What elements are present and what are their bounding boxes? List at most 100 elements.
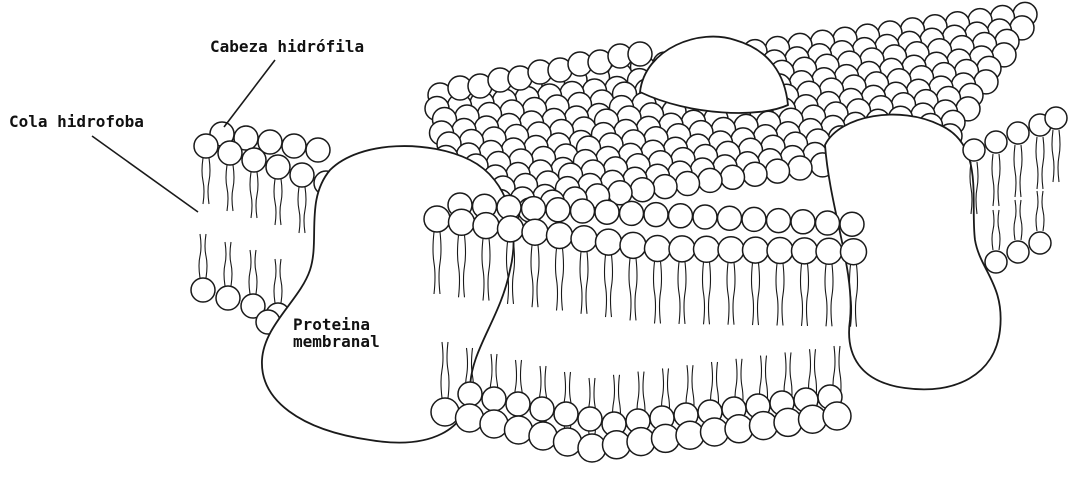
phospholipid-head	[743, 237, 769, 263]
lipid-tail	[280, 179, 282, 225]
phospholipid-head	[620, 232, 646, 258]
hydrophobic-tail-label: Cola hidrofoba	[9, 113, 144, 131]
lipid-tail	[1042, 137, 1044, 189]
lipid-tail	[205, 234, 207, 278]
protein-label-line2: membranal	[293, 332, 380, 351]
lipid-tail	[1058, 130, 1060, 182]
phospholipid-head	[216, 286, 240, 310]
phospholipid-head	[1045, 107, 1067, 129]
lipid-tail	[1020, 145, 1022, 197]
phospholipid-head	[603, 431, 631, 459]
phospholipid-head	[449, 209, 475, 235]
phospholipid-head	[546, 198, 570, 222]
phospholipid-head	[631, 178, 655, 202]
lipid-tail	[1052, 130, 1054, 182]
phospholipid-head	[306, 138, 330, 162]
phospholipid-head	[1029, 232, 1051, 254]
phospholipid-head	[701, 418, 729, 446]
lipid-tail	[727, 263, 729, 325]
lipid-tail	[782, 264, 784, 326]
lipid-tail	[1020, 200, 1022, 240]
phospholipid-head	[816, 211, 840, 235]
phospholipid-head	[694, 236, 720, 262]
lipid-tail	[807, 264, 809, 326]
phospholipid-head	[473, 213, 499, 239]
phospholipid-head	[676, 421, 704, 449]
lipid-tail	[703, 262, 705, 324]
phospholipid-head	[985, 131, 1007, 153]
lipid-tail	[635, 258, 637, 320]
lipid-tail	[202, 158, 204, 204]
lipid-tail	[654, 262, 656, 324]
phospholipid-head	[816, 238, 842, 264]
front-bilayer-face	[424, 193, 867, 462]
phospholipid-head	[480, 410, 508, 438]
lipid-tail	[801, 264, 803, 326]
lipid-tail	[752, 263, 754, 325]
lipid-tail	[1014, 145, 1016, 197]
lipid-tail	[1042, 191, 1044, 231]
lipid-tail	[304, 187, 306, 233]
phospholipid-head	[718, 206, 742, 230]
phospholipid-head	[506, 392, 530, 416]
head-pointer-line	[224, 60, 275, 127]
phospholipid-head	[498, 216, 524, 242]
phospholipid-head	[290, 163, 314, 187]
phospholipid-head	[282, 134, 306, 158]
phospholipid-head	[595, 200, 619, 224]
phospholipid-head	[823, 402, 851, 430]
phospholipid-head	[767, 238, 793, 264]
lipid-tail	[660, 262, 662, 324]
phospholipid-head	[1007, 122, 1029, 144]
lipid-tail	[250, 172, 252, 218]
lipid-tail	[256, 172, 258, 218]
phospholipid-head	[669, 204, 693, 228]
phospholipid-head	[791, 210, 815, 234]
phospholipid-head	[669, 236, 695, 262]
phospholipid-head	[424, 206, 450, 232]
phospholipid-head	[743, 162, 767, 186]
phospholipid-head	[571, 226, 597, 252]
phospholipid-head	[530, 397, 554, 421]
phospholipid-head	[645, 236, 671, 262]
phospholipid-head	[676, 172, 700, 196]
lipid-tail	[274, 179, 276, 225]
phospholipid-head	[242, 148, 266, 172]
phospholipid-head	[766, 159, 790, 183]
lipid-tail	[249, 250, 251, 294]
lipid-tail	[1036, 137, 1038, 189]
lipid-tail	[831, 264, 833, 326]
lipid-tail	[537, 245, 539, 307]
membrane-protein-label: Proteina membranal	[293, 316, 380, 350]
lipid-tail	[629, 258, 631, 320]
lipid-tail	[580, 252, 582, 314]
phospholipid-head	[218, 141, 242, 165]
phospholipid-head	[652, 424, 680, 452]
phospholipid-head	[554, 402, 578, 426]
tail-pointer-line	[92, 136, 198, 212]
phospholipid-head	[774, 408, 802, 436]
phospholipid-head	[191, 278, 215, 302]
right-bilayer-edge	[963, 107, 1067, 273]
lipid-tail	[556, 249, 558, 311]
phospholipid-head	[750, 412, 778, 440]
phospholipid-head	[482, 387, 506, 411]
phospholipid-head	[628, 42, 652, 66]
lipid-tail	[684, 262, 686, 324]
lipid-tail	[998, 210, 1000, 250]
lipid-tail	[758, 263, 760, 325]
phospholipid-head	[529, 422, 557, 450]
phospholipid-head	[620, 201, 644, 225]
phospholipid-head	[985, 251, 1007, 273]
lipid-tail	[709, 262, 711, 324]
phospholipid-head	[627, 428, 655, 456]
lipid-tail	[992, 210, 994, 250]
phospholipid-head	[431, 398, 459, 426]
phospholipid-head	[522, 219, 548, 245]
lipid-tail	[605, 255, 607, 317]
phospholipid-head	[596, 229, 622, 255]
lipid-tail	[255, 250, 257, 294]
phospholipid-head	[194, 134, 218, 158]
